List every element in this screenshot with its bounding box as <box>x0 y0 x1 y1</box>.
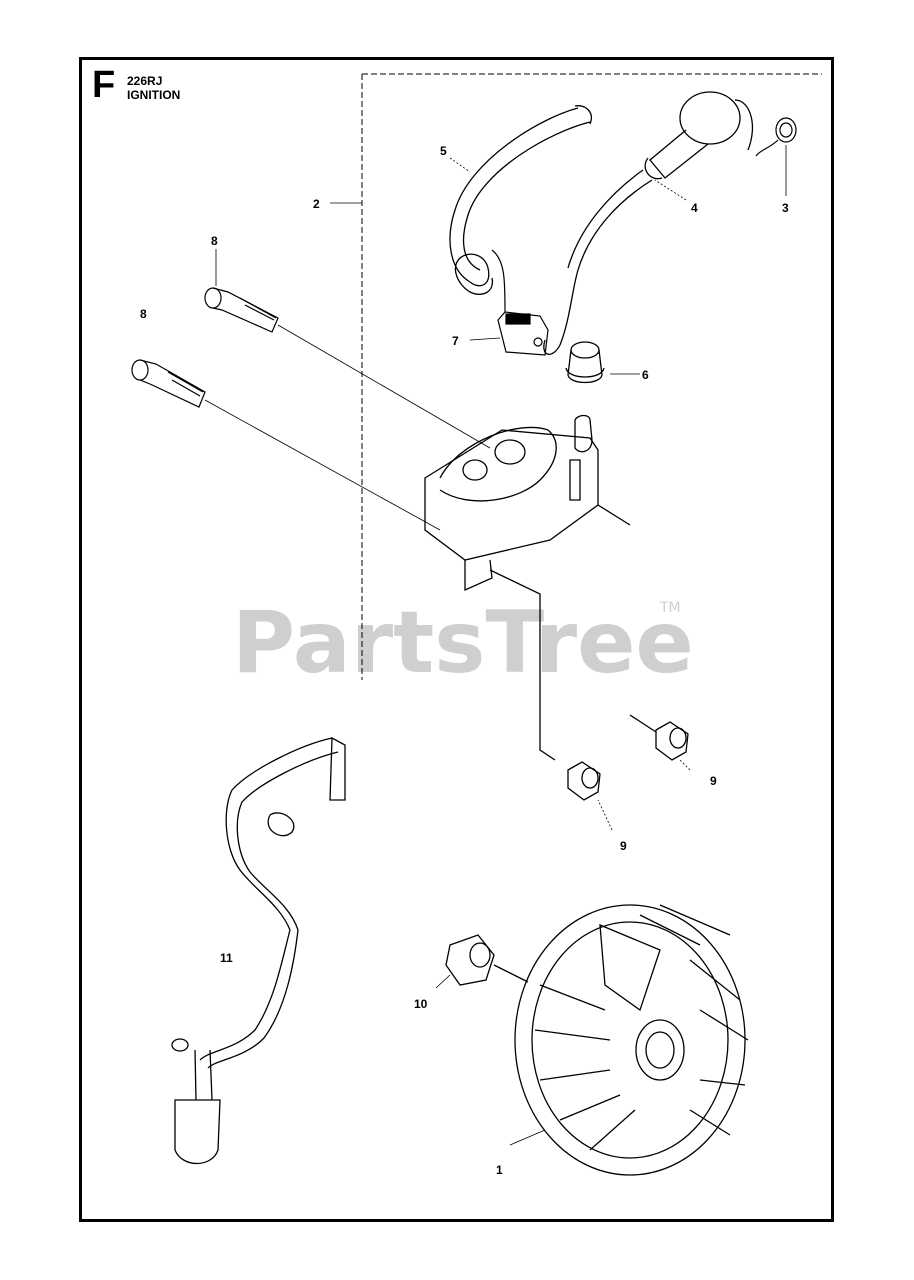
watermark-text: PartsTree <box>232 593 694 693</box>
callout-9-upper: 9 <box>710 774 717 788</box>
callout-6: 6 <box>642 368 649 382</box>
callout-8-lower: 8 <box>140 307 147 321</box>
spark-plug-boot-icon <box>543 91 754 355</box>
callout-3: 3 <box>782 201 789 215</box>
spacer-icon <box>567 714 689 801</box>
section-letter: F <box>92 64 116 106</box>
watermark-trademark: TM <box>659 600 681 616</box>
callout-11: 11 <box>220 951 233 965</box>
callout-10: 10 <box>414 997 428 1011</box>
callout-4: 4 <box>691 201 698 215</box>
wire-harness-icon <box>171 736 346 1164</box>
cable-icon <box>449 105 592 295</box>
diagram-frame <box>79 57 834 1222</box>
spring-icon <box>755 117 797 157</box>
section-title: IGNITION <box>127 88 181 102</box>
grommet-icon <box>565 341 605 384</box>
callout-9-lower: 9 <box>620 839 627 853</box>
flywheel-icon <box>514 904 749 1176</box>
callout-7: 7 <box>452 334 459 348</box>
screw-icon <box>131 287 279 408</box>
callout-leaders <box>215 145 787 1146</box>
callout-1: 1 <box>496 1163 503 1177</box>
callout-5: 5 <box>440 144 447 158</box>
screw-leader-lines <box>204 324 491 531</box>
model-label: 226RJ <box>127 74 163 88</box>
assembly-bracket <box>361 73 822 680</box>
ignition-module-icon <box>424 414 631 761</box>
callout-8-upper: 8 <box>211 234 218 248</box>
nut-icon <box>445 934 529 986</box>
terminal-icon <box>491 249 549 356</box>
callout-2: 2 <box>313 197 320 211</box>
